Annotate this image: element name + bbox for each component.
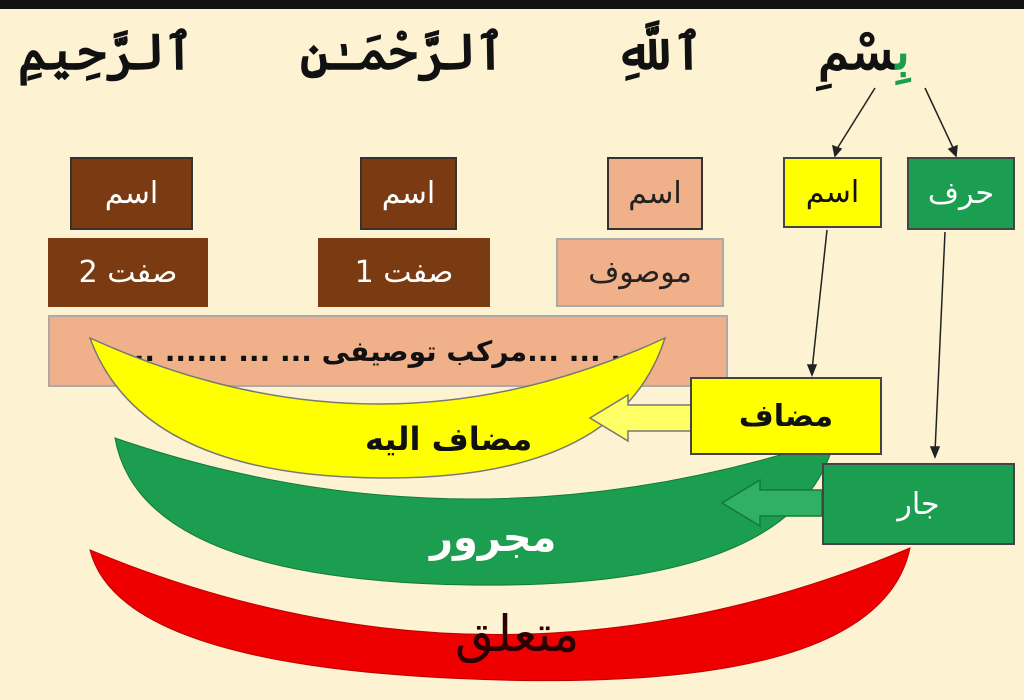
arrow-jar-to-majrur [720, 478, 823, 528]
sifat1-box: صفت 1 [318, 238, 490, 307]
word-rahim: ٱلرَّحِيمِ [18, 22, 194, 81]
mudaf-box: مضاف [690, 377, 882, 455]
ism-box-rahman: اسم [360, 157, 457, 230]
line-ism-mudaf [811, 229, 828, 371]
line-harf-jar [934, 231, 946, 453]
top-border [0, 0, 1024, 9]
arrowhead-mudaf [806, 364, 818, 378]
word-allah: ٱللَّهِ [615, 22, 703, 81]
ism-box-allah: اسم [607, 157, 703, 230]
mudaf-ilayh-label: مضاف الیه [365, 420, 533, 458]
arrowhead-jar [929, 446, 941, 460]
bism-prefix: بِ [895, 22, 910, 81]
arrowhead-ism [831, 144, 843, 158]
line-bism-ism [834, 87, 876, 153]
jar-box: جار [822, 463, 1015, 545]
word-bism: بِسْمِ [818, 22, 910, 81]
sifat2-box: صفت 2 [48, 238, 208, 307]
mutaalliq-arc [89, 547, 911, 682]
mutaalliq-label: متعلق [455, 605, 580, 663]
ism-box-bism: اسم [783, 157, 882, 228]
mawsuf-box: موصوف [556, 238, 724, 307]
word-rahman: ٱلرَّحْمَـٰنِ [300, 22, 506, 81]
bism-rest: سْمِ [818, 22, 896, 81]
arrow-mudaf-to-ilayh [588, 393, 693, 443]
line-bism-harf [924, 87, 956, 153]
ism-box-rahim: اسم [70, 157, 193, 230]
majrur-label: مجرور [430, 515, 557, 561]
harf-box: حرف [907, 157, 1015, 230]
majrur-arc [114, 437, 836, 586]
arrowhead-harf [947, 144, 958, 158]
